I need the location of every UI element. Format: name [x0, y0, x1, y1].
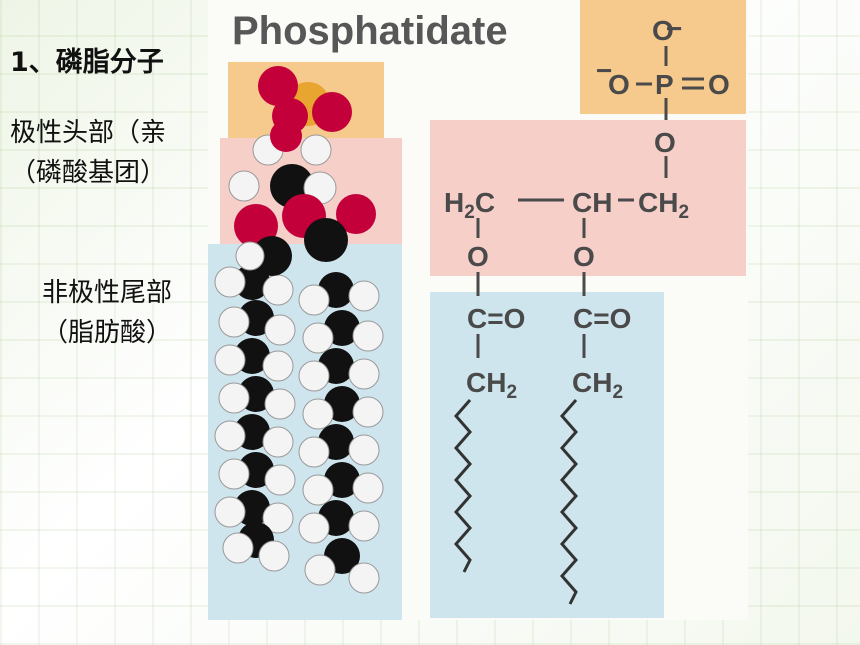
- glycerol-left-h: H2C: [444, 187, 495, 223]
- phosphate-oxygen-top: O: [652, 15, 674, 46]
- methylene-left: CH2: [466, 367, 517, 403]
- glycerol-middle-ch: CH: [572, 187, 612, 218]
- phosphate-oxygen-bottom: O: [654, 127, 676, 158]
- fatty-acid-chain-right: [560, 399, 578, 605]
- slide-title: 1、磷脂分子: [10, 47, 164, 78]
- phosphate-oxygen-left: O: [608, 69, 630, 100]
- space-filling-model: [214, 66, 384, 594]
- phosphate-oxygen-right: O: [708, 69, 730, 100]
- ester-oxygen-right: O: [573, 241, 595, 272]
- glycerol-right-ch2: CH2: [638, 187, 689, 223]
- methylene-right: CH2: [572, 367, 623, 403]
- phosphate-charge-top: −: [666, 13, 682, 44]
- phosphorus-atom: P: [655, 69, 674, 100]
- carbonyl-left: C=O: [467, 303, 525, 334]
- polar-head-label: 极性头部（亲: [10, 118, 167, 148]
- carbonyl-right: C=O: [573, 303, 631, 334]
- formula-phosphate-zone: [580, 0, 746, 114]
- figure-heading: Phosphatidate: [232, 9, 508, 53]
- tail-chain-right: [298, 272, 384, 594]
- tail-chain-left: [214, 264, 296, 572]
- phosphatidate-figure: Phosphatidate: [208, 0, 748, 620]
- phosphate-charge-left: −: [596, 55, 612, 86]
- ester-oxygen-left: O: [467, 241, 489, 272]
- glycerol-backbone-atoms: [228, 134, 376, 276]
- structural-formula: − O − O P O O H2C CH CH2 O O C=O C=O CH2…: [444, 13, 730, 605]
- formula-glycerol-zone: [430, 120, 746, 276]
- fatty-acid-chain-left: [454, 399, 472, 573]
- phosphate-head-atoms: [258, 66, 352, 152]
- fatty-acid-label: （脂肪酸）: [42, 318, 173, 348]
- nonpolar-tail-label: 非极性尾部: [42, 278, 173, 308]
- phosphate-group-label: （磷酸基团）: [10, 158, 167, 188]
